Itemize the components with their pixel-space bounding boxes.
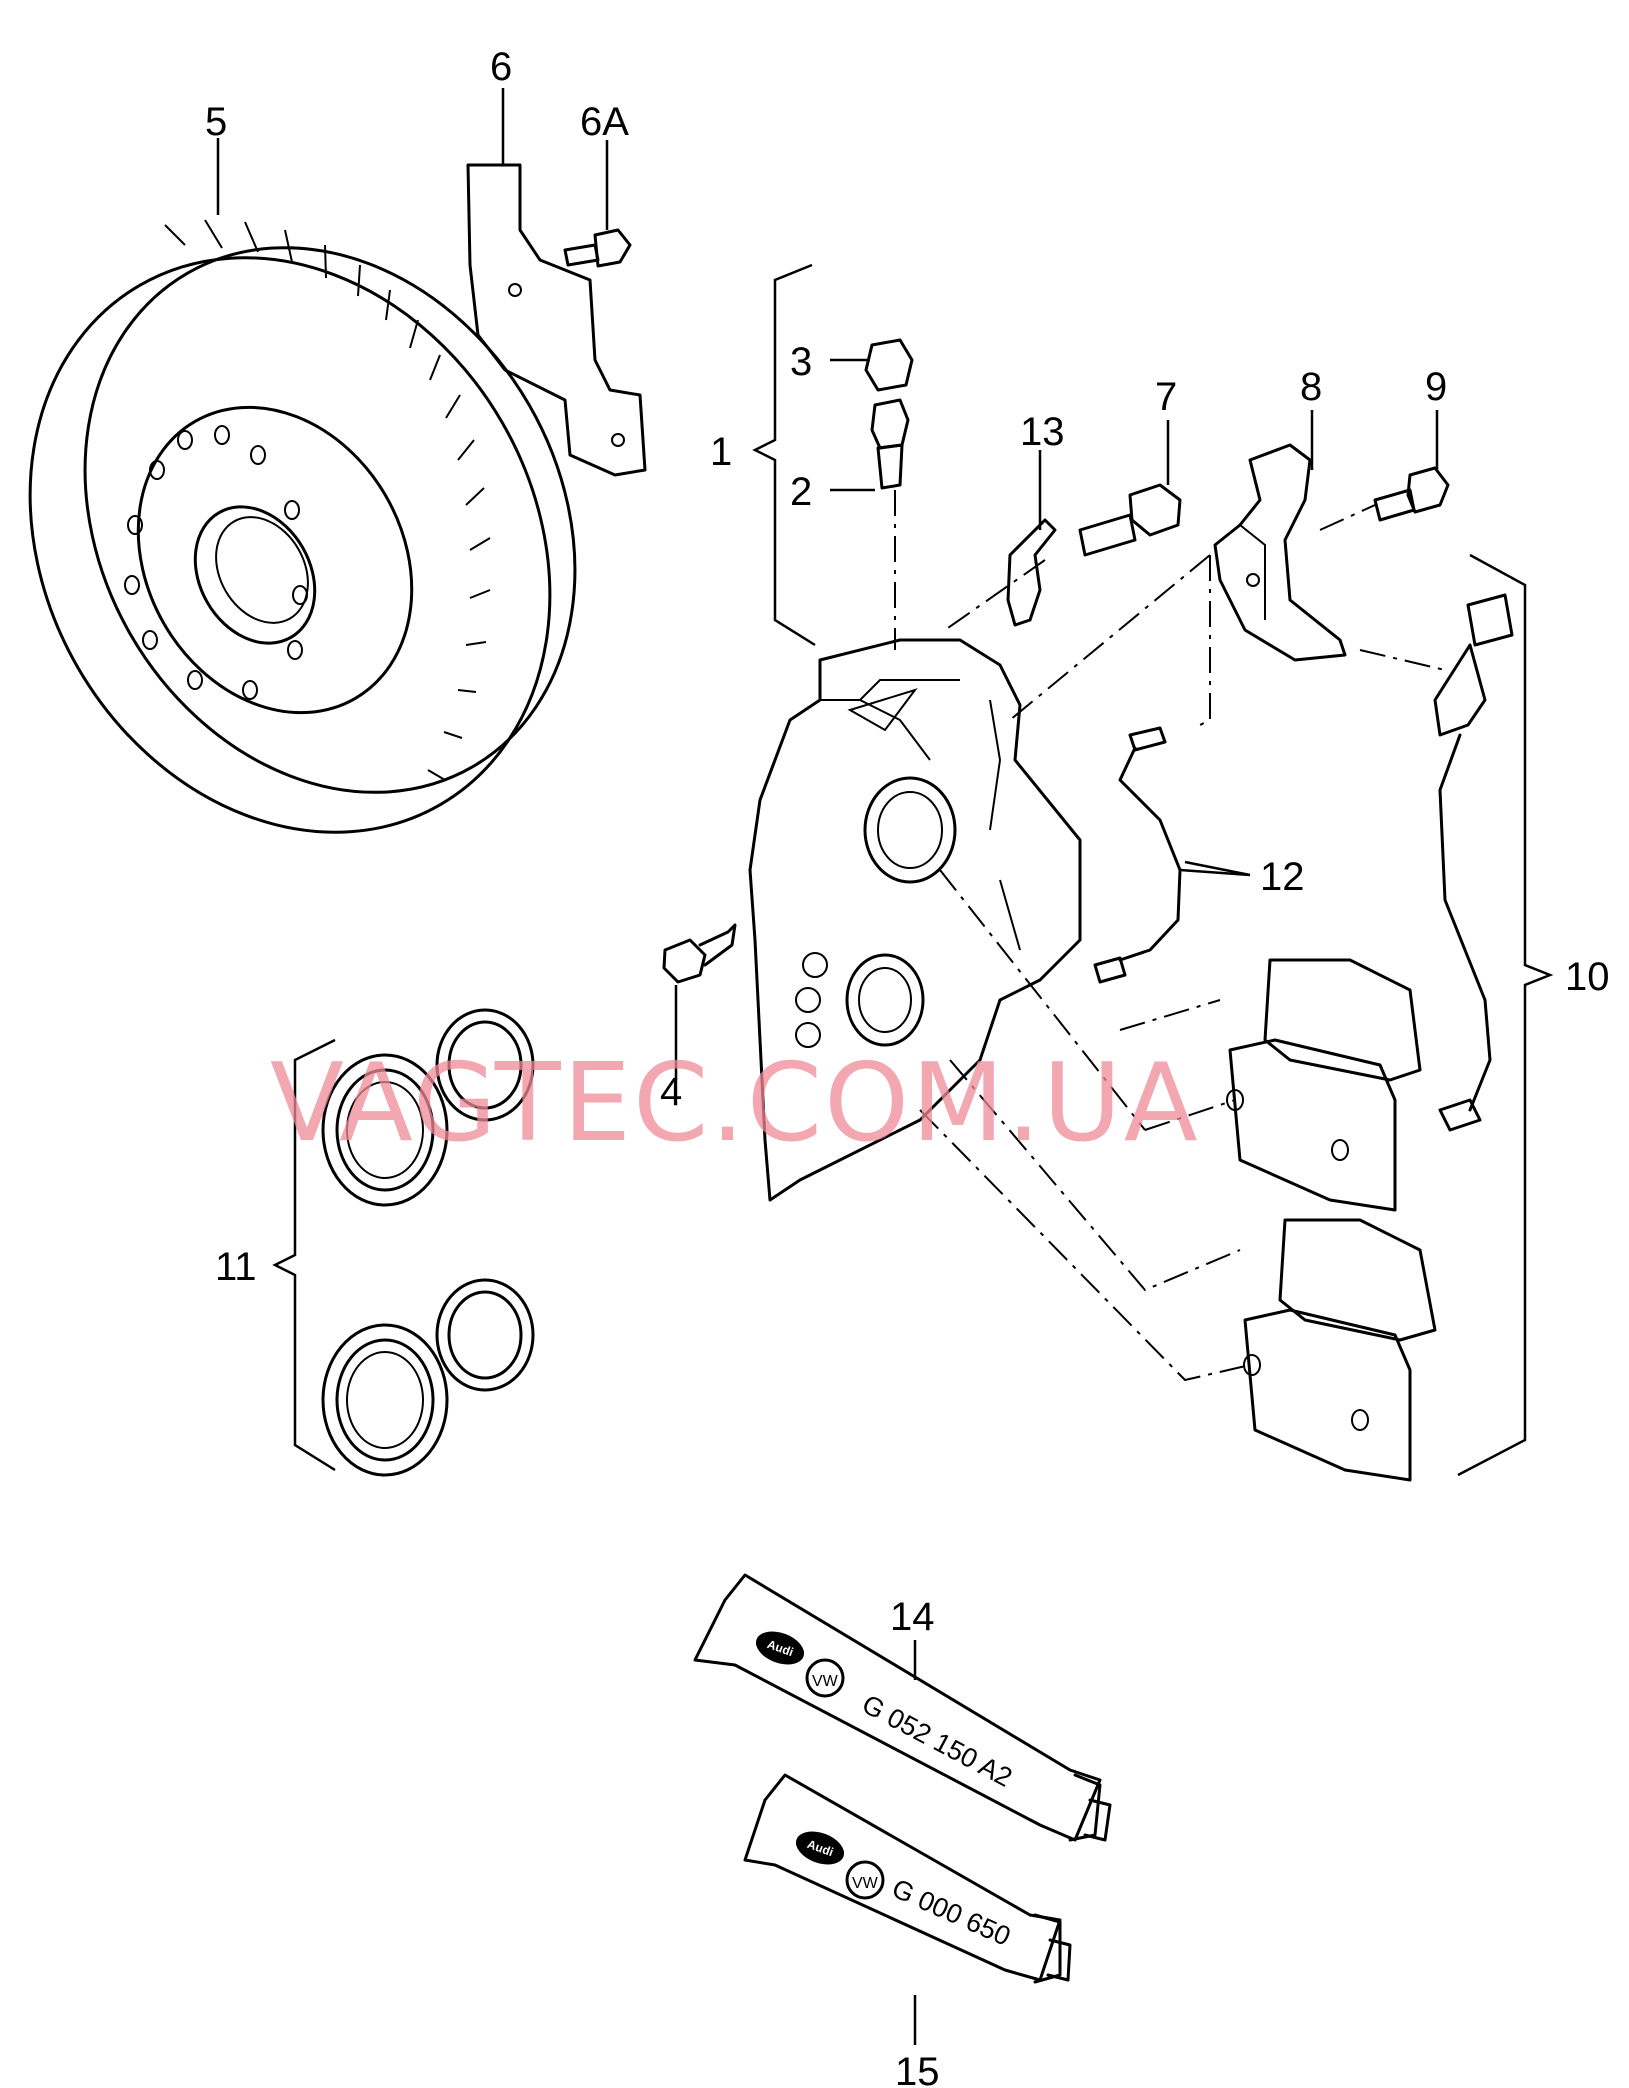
callout-4: 4 [660,1070,682,1114]
callout-10: 10 [1565,955,1610,999]
callout-2: 2 [790,470,812,514]
callout-1: 1 [710,430,732,474]
brake-hose-icon [1093,726,1182,984]
bracket-1 [752,263,816,647]
bracket-10 [1457,553,1554,1477]
watermark: VAGTEC.COM.UA [270,1041,1200,1166]
bolt-9-icon [1373,466,1450,522]
brake-pad-lower-icon [1243,1218,1437,1482]
bracket-11 [272,1038,336,1472]
splash-shield-icon [466,163,647,477]
callout-6a: 6A [580,100,629,144]
spring-clip-icon [1006,518,1057,627]
callout-8: 8 [1300,365,1322,409]
callout-15: 15 [895,2050,940,2088]
callout-14: 14 [890,1595,935,1639]
callout-7: 7 [1155,375,1177,419]
callout-5: 5 [205,100,227,144]
callout-12: 12 [1260,855,1305,899]
bleed-screw-icon [870,398,910,490]
callout-9: 9 [1425,365,1447,409]
wear-sensor-icon [1433,593,1514,1132]
grease-tube-14-icon [693,1573,1112,1842]
callout-6: 6 [490,45,512,89]
leader-lines [216,88,1439,2045]
bolt-6a-icon [563,228,632,268]
caliper-bolt-icon [1078,483,1182,557]
seal-ring-icon [321,1008,535,1477]
vw-logo-14: VW [812,1673,839,1690]
vw-logo-15: VW [852,1875,879,1892]
callout-3: 3 [790,340,812,384]
grease-tube-15-icon [743,1773,1072,1984]
callout-11: 11 [215,1245,257,1289]
brake-pad-upper-icon [1226,958,1422,1212]
brake-disc-icon [28,219,577,834]
assembly-lines [894,490,1446,1382]
sensor-bracket-icon [1213,443,1347,662]
caliper-icon [748,638,1082,1202]
tube-15-label: G 000 650 [888,1873,1015,1952]
bleed-cap-icon [864,338,914,392]
bleeder-icon [662,923,737,984]
callout-13: 13 [1020,410,1065,454]
